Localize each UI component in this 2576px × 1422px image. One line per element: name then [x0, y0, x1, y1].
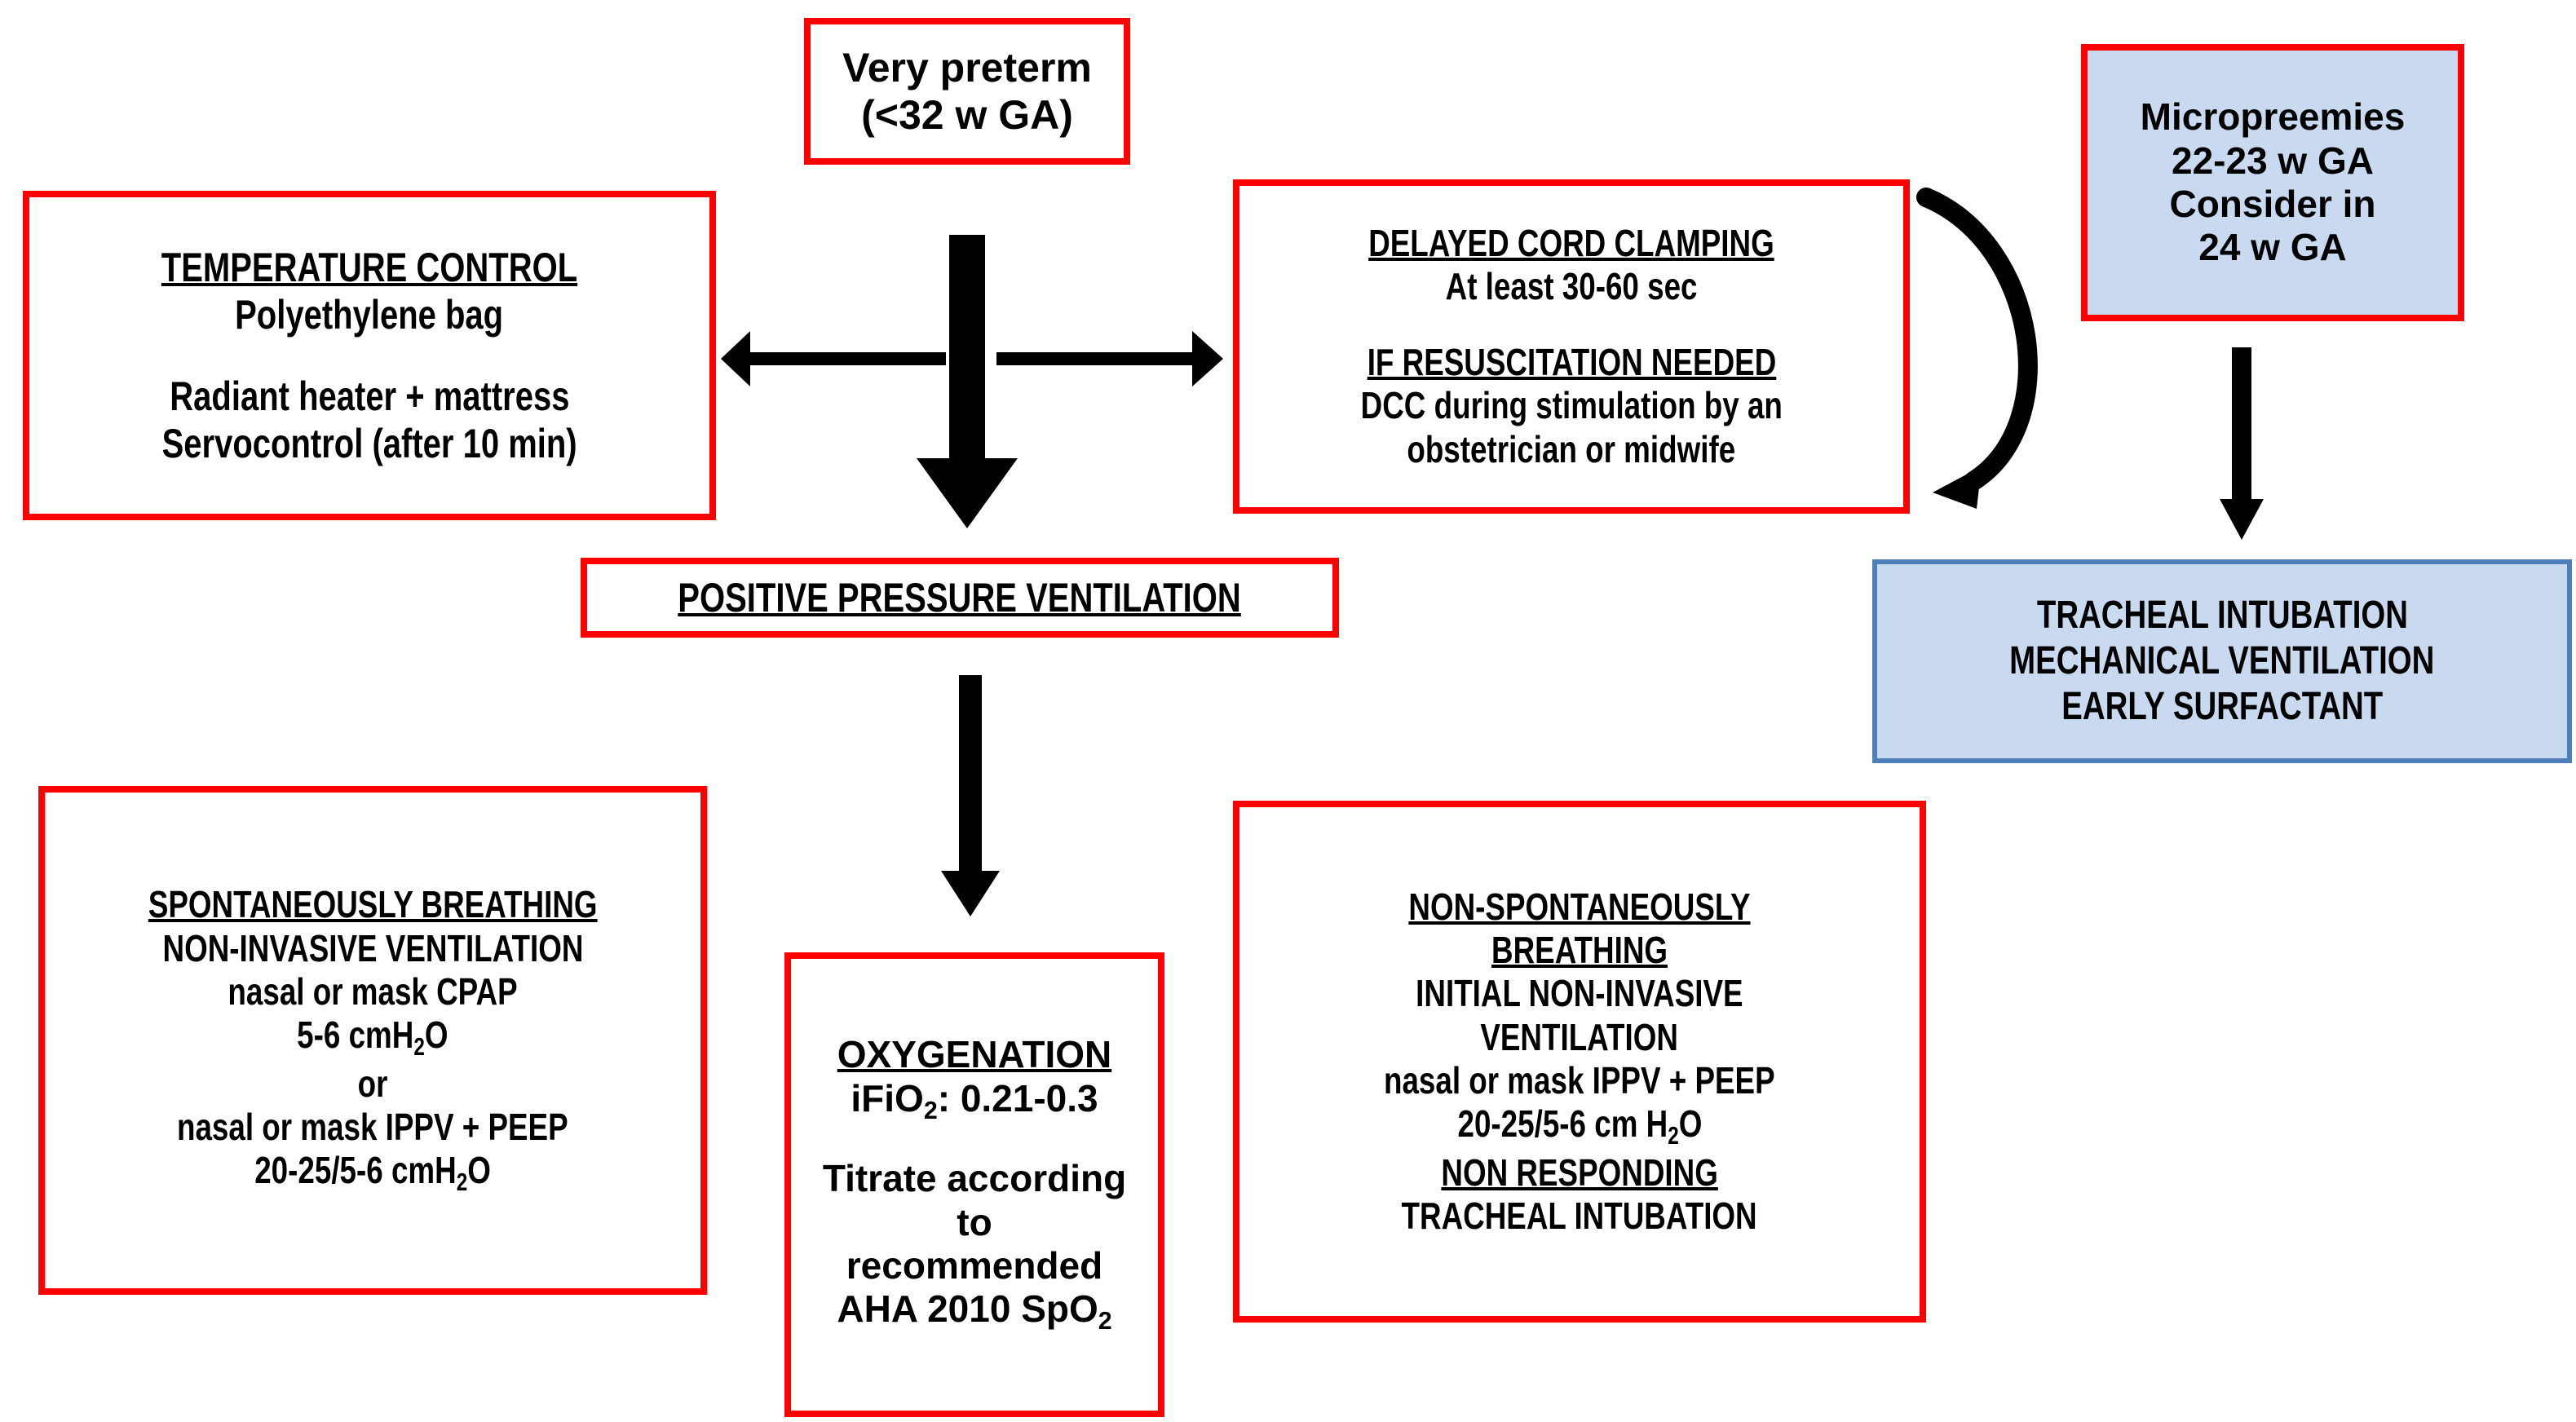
nonspont-line-6-sub: 2 — [1667, 1123, 1679, 1150]
ppv-heading: POSITIVE PRESSURE VENTILATION — [678, 575, 1242, 620]
left-arrow-temperature-control — [721, 331, 946, 386]
box-oxygenation: OXYGENATION iFiO2: 0.21-0.3 Titrate acco… — [784, 952, 1164, 1417]
micropreemies-line-1: Micropreemies — [2140, 95, 2406, 139]
spont-line-2: NON-INVASIVE VENTILATION — [162, 926, 583, 969]
dcc-heading: DELAYED CORD CLAMPING — [1368, 222, 1774, 265]
nonspont-line-8: TRACHEAL INTUBATION — [1401, 1195, 1758, 1238]
micropreemies-line-4: 24 w GA — [2198, 226, 2347, 269]
nonspont-heading-1: NON-SPONTANEOUSLY — [1408, 885, 1751, 928]
nonspont-line-6: 20-25/5-6 cm H2O — [1457, 1102, 1702, 1150]
spont-heading: SPONTANEOUSLY BREATHING — [148, 883, 598, 926]
spo2-pre: AHA 2010 SpO — [837, 1287, 1098, 1331]
box-micropreemies: Micropreemies 22-23 w GA Consider in 24 … — [2081, 44, 2464, 321]
box-very-preterm: Very preterm (<32 w GA) — [804, 18, 1130, 165]
spont-line-4-sub: 2 — [413, 1034, 426, 1062]
very-preterm-line-2: (<32 w GA) — [861, 92, 1073, 138]
temperature-control-line-3: Servocontrol (after 10 min) — [161, 421, 577, 467]
down-arrow-micropreemies — [2220, 347, 2264, 540]
nonspont-line-6-pre: 20-25/5-6 cm H — [1457, 1102, 1668, 1146]
ifio2-sub: 2 — [923, 1097, 938, 1124]
ifio2-pre: iFiO — [851, 1076, 924, 1119]
dcc-line-2: obstetrician or midwife — [1407, 427, 1736, 470]
oxygenation-line-3: recommended — [846, 1243, 1103, 1287]
spo2-sub: 2 — [1098, 1308, 1112, 1336]
spont-line-5: or — [357, 1062, 388, 1105]
dcc-line-1: DCC during stimulation by an — [1360, 384, 1783, 427]
spont-line-4-post: O — [425, 1014, 448, 1057]
down-arrow-very-preterm — [917, 235, 1018, 528]
nonspont-line-4: VENTILATION — [1480, 1015, 1679, 1058]
box-positive-pressure-ventilation: POSITIVE PRESSURE VENTILATION — [581, 558, 1339, 638]
oxygenation-line-1: Titrate according — [822, 1157, 1127, 1200]
spont-line-3: nasal or mask CPAP — [228, 970, 518, 1014]
nonspont-heading-2: BREATHING — [1491, 928, 1668, 971]
oxygenation-ifio2: iFiO2: 0.21-0.3 — [851, 1077, 1098, 1125]
spont-line-7-post: O — [467, 1149, 491, 1192]
spont-line-4-pre: 5-6 cmH — [297, 1014, 414, 1057]
nonspont-line-6-post: O — [1678, 1102, 1702, 1146]
box-spontaneously-breathing: SPONTANEOUSLY BREATHING NON-INVASIVE VEN… — [38, 786, 707, 1295]
temperature-control-heading: TEMPERATURE CONTROL — [161, 244, 578, 290]
dcc-subline: At least 30-60 sec — [1445, 265, 1698, 308]
tracheal-intubation-line-3: EARLY SURFACTANT — [2061, 684, 2383, 728]
box-tracheal-intubation: TRACHEAL INTUBATION MECHANICAL VENTILATI… — [1872, 559, 2572, 763]
down-arrow-positive-pressure-ventilation — [941, 675, 1000, 916]
oxygenation-heading: OXYGENATION — [837, 1033, 1112, 1076]
curved-arrow-micropreemies-to-dcc — [1916, 188, 2038, 509]
right-arrow-delayed-cord-clamping — [996, 331, 1223, 386]
ifio2-post: : 0.21-0.3 — [937, 1076, 1098, 1119]
oxygenation-line-4: AHA 2010 SpO2 — [837, 1287, 1111, 1336]
box-temperature-control: TEMPERATURE CONTROL Polyethylene bag Rad… — [23, 191, 716, 520]
very-preterm-line-1: Very preterm — [842, 45, 1092, 91]
spont-line-4: 5-6 cmH2O — [297, 1014, 448, 1062]
spont-line-7-sub: 2 — [456, 1169, 468, 1197]
tracheal-intubation-line-2: MECHANICAL VENTILATION — [2009, 639, 2435, 683]
oxygenation-line-2: to — [957, 1200, 992, 1243]
temperature-control-line-2: Radiant heater + mattress — [169, 373, 570, 420]
box-delayed-cord-clamping: DELAYED CORD CLAMPING At least 30-60 sec… — [1233, 179, 1910, 514]
spont-line-7-pre: 20-25/5-6 cmH — [254, 1149, 457, 1192]
tracheal-intubation-line-1: TRACHEAL INTUBATION — [2036, 594, 2408, 638]
spont-line-6: nasal or mask IPPV + PEEP — [177, 1106, 568, 1149]
temperature-control-line-1: Polyethylene bag — [235, 291, 504, 338]
micropreemies-line-2: 22-23 w GA — [2172, 139, 2374, 182]
dcc-heading-2: IF RESUSCITATION NEEDED — [1367, 340, 1776, 383]
nonspont-heading-3: NON RESPONDING — [1441, 1150, 1718, 1194]
spont-line-7: 20-25/5-6 cmH2O — [254, 1149, 491, 1197]
micropreemies-line-3: Consider in — [2169, 183, 2376, 225]
box-non-spontaneously-breathing: NON-SPONTANEOUSLY BREATHING INITIAL NON-… — [1233, 801, 1926, 1323]
nonspont-line-3: INITIAL NON-INVASIVE — [1416, 972, 1743, 1015]
nonspont-line-5: nasal or mask IPPV + PEEP — [1384, 1059, 1775, 1102]
